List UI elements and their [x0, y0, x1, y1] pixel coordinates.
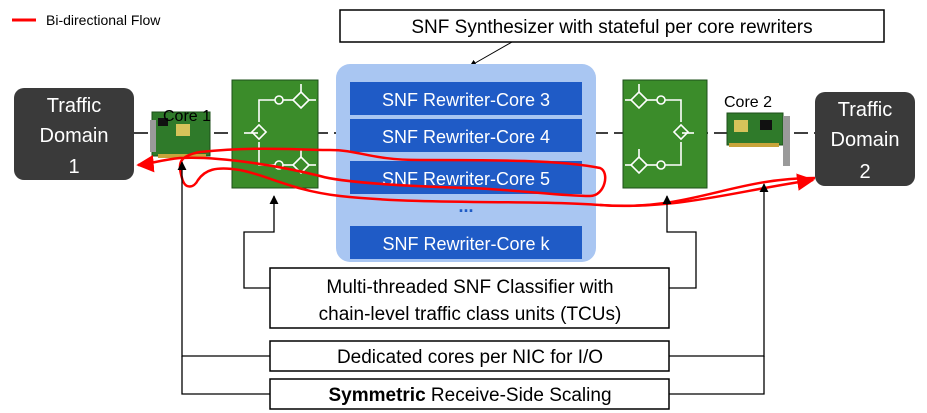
left-switch-icon — [231, 79, 319, 189]
rss-to-nic-2 — [669, 356, 765, 395]
synthesizer-pointer — [469, 41, 513, 67]
flow-path-to-domain-2 — [599, 173, 815, 207]
classifier-line2: chain-level traffic class units (TCUs) — [319, 304, 622, 325]
rss-bold: Symmetric — [328, 385, 426, 406]
right-switch-icon — [622, 79, 708, 189]
rss-rest: Receive-Side Scaling — [426, 385, 612, 406]
rss-box — [269, 378, 670, 410]
dedicated-cores-label: Dedicated cores per NIC for I/O — [337, 347, 603, 368]
rewriter-core-4 — [350, 119, 582, 152]
legend-label: Bi-directional Flow — [46, 12, 161, 28]
flow-path-to-domain-1 — [136, 147, 816, 208]
domain-1-line2: Domain — [40, 125, 109, 147]
rewriter-label: SNF Rewriter-Core k — [382, 234, 550, 254]
rewriter-label: SNF Rewriter-Core 4 — [382, 127, 550, 147]
domain-2-line1: Traffic — [838, 99, 892, 121]
dedicated-to-nic-1 — [177, 161, 270, 357]
rewriter-core-3 — [350, 82, 582, 115]
domain-2-line3: 2 — [859, 161, 870, 183]
domain-2-line2: Domain — [831, 129, 900, 151]
rewriter-ellipsis: ... — [458, 196, 473, 216]
rewriter-label: SNF Rewriter-Core 3 — [382, 90, 550, 110]
rss-label: Symmetric Receive-Side Scaling — [328, 385, 611, 406]
rss-to-nic-1 — [181, 356, 270, 395]
dedicated-to-nic-2 — [669, 183, 769, 357]
nic-card-2-icon — [726, 112, 790, 166]
rewriter-label: SNF Rewriter-Core 5 — [382, 169, 550, 189]
classifier-to-right-switch — [662, 195, 697, 289]
synthesizer-label-box — [339, 9, 885, 43]
rewriter-core-k — [350, 226, 582, 259]
synthesizer-label: SNF Synthesizer with stateful per core r… — [411, 17, 812, 38]
dedicated-cores-box — [269, 340, 670, 372]
classifier-box — [269, 267, 670, 329]
traffic-domain-2 — [815, 92, 915, 186]
nic-card-1-icon — [150, 111, 211, 158]
classifier-to-left-switch — [243, 195, 279, 289]
domain-1-line3: 1 — [68, 156, 79, 178]
nic-core-2-label: Core 2 — [724, 94, 772, 111]
domain-1-line1: Traffic — [47, 95, 101, 117]
nic-core-1-label: Core 1 — [163, 108, 211, 125]
classifier-line1: Multi-threaded SNF Classifier with — [326, 277, 613, 298]
traffic-domain-1 — [14, 88, 134, 180]
